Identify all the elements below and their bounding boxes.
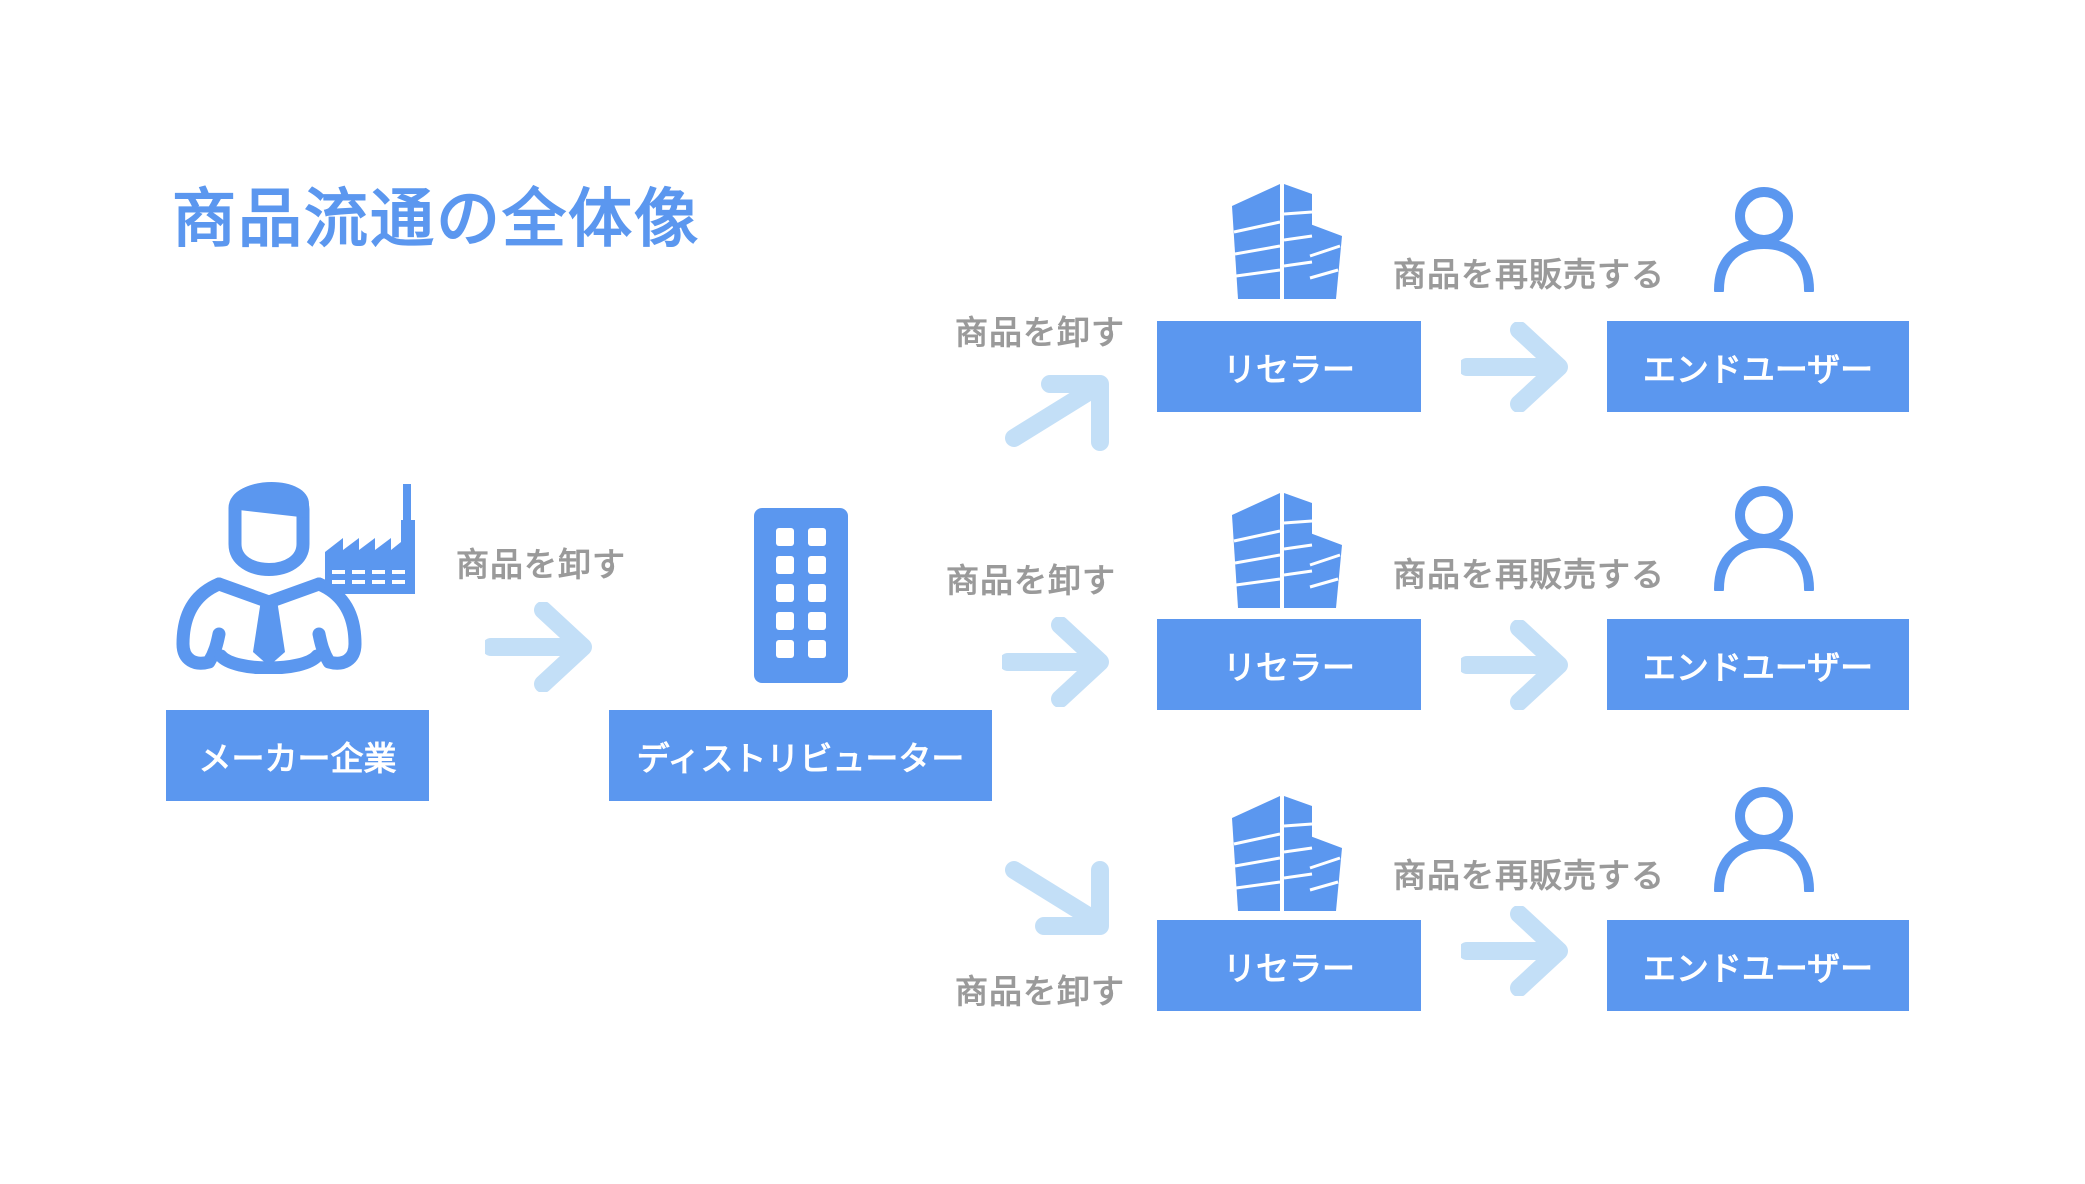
distributor-box: ディストリビューター [609, 710, 992, 801]
reseller-label: リセラー [1223, 349, 1355, 389]
city-buildings-icon [1232, 184, 1342, 299]
chevron-arrow-icon [1461, 906, 1568, 996]
resell-caption: 商品を再販売する [1393, 555, 1665, 594]
branch-caption: 商品を卸す [955, 972, 1125, 1011]
end-user-label: エンドユーザー [1642, 948, 1874, 988]
reseller-box: リセラー [1157, 619, 1421, 710]
chevron-arrow-icon [1461, 620, 1568, 710]
page-title: 商品流通の全体像 [172, 183, 700, 257]
reseller-label: リセラー [1223, 647, 1355, 687]
office-building-icon [754, 508, 848, 683]
branch-caption: 商品を卸す [946, 561, 1116, 600]
businessman-factory-icon [176, 481, 415, 674]
end-user-box: エンドユーザー [1607, 920, 1909, 1011]
city-buildings-icon [1232, 796, 1342, 911]
user-icon [1714, 787, 1814, 892]
distributor-label: ディストリビューター [636, 738, 965, 778]
resell-caption: 商品を再販売する [1393, 255, 1665, 294]
user-icon [1714, 187, 1814, 292]
reseller-box: リセラー [1157, 321, 1421, 412]
wholesale-caption: 商品を卸す [456, 545, 626, 584]
reseller-box: リセラー [1157, 920, 1421, 1011]
end-user-label: エンドユーザー [1642, 647, 1874, 687]
maker-box: メーカー企業 [166, 710, 429, 801]
chevron-arrow-icon [485, 602, 592, 692]
chevron-arrow-icon [1461, 322, 1568, 412]
chevron-arrow-icon [1005, 861, 1109, 935]
reseller-label: リセラー [1223, 948, 1355, 988]
end-user-label: エンドユーザー [1642, 349, 1874, 389]
end-user-box: エンドユーザー [1607, 321, 1909, 412]
maker-label: メーカー企業 [198, 738, 397, 778]
chevron-arrow-icon [1005, 375, 1109, 451]
branch-caption: 商品を卸す [955, 313, 1125, 352]
resell-caption: 商品を再販売する [1393, 856, 1665, 895]
user-icon [1714, 486, 1814, 591]
end-user-box: エンドユーザー [1607, 619, 1909, 710]
chevron-arrow-icon [1002, 617, 1109, 707]
city-buildings-icon [1232, 493, 1342, 608]
